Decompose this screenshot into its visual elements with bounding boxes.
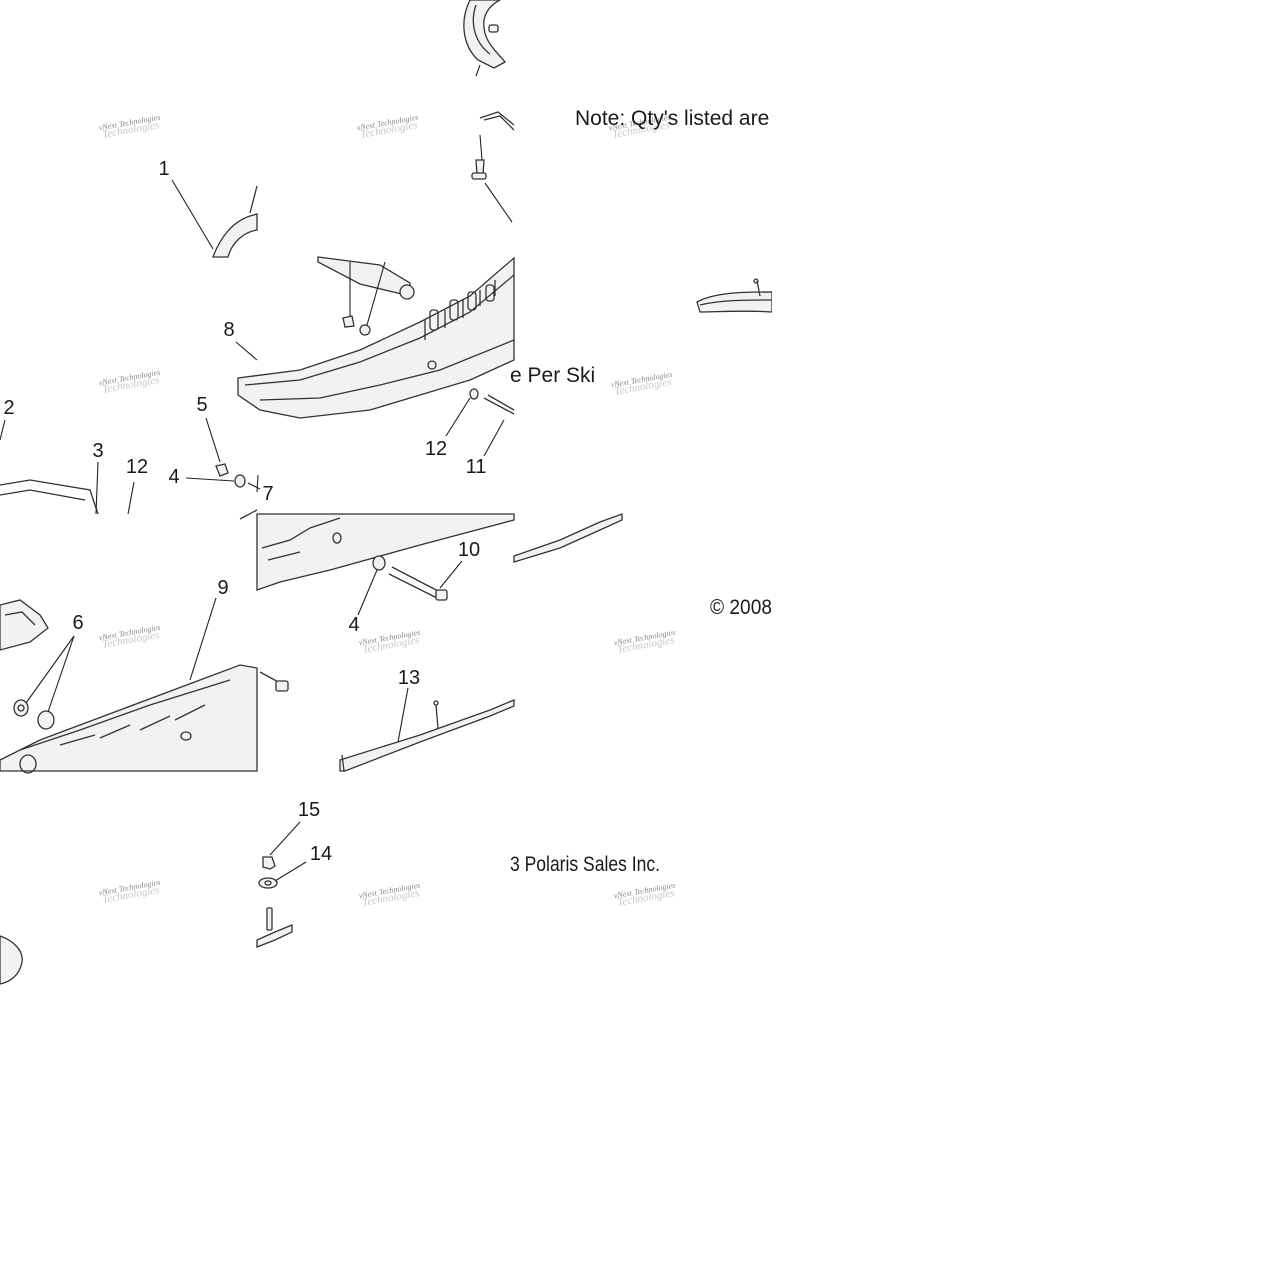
callout-4a: 4 <box>168 466 179 488</box>
copyright-part1: © 2008 <box>710 596 772 619</box>
watermark: Technologies vNext Technologies <box>98 113 161 141</box>
ski-body-upper <box>237 256 515 419</box>
callout-8: 8 <box>223 319 234 341</box>
callout-15: 15 <box>298 799 320 821</box>
runner-hardware <box>256 856 293 948</box>
ski-spindle-fragment <box>212 185 258 258</box>
callouts: 1 2 3 4 4 5 6 7 8 9 10 11 12 12 13 14 15 <box>3 158 486 865</box>
bolt-upper <box>471 111 515 223</box>
callout-10: 10 <box>458 539 480 561</box>
watermark: Technologies vNext Technologies <box>356 113 419 141</box>
runner-right <box>513 513 623 563</box>
watermark: Technologies vNext Technologies <box>98 368 161 396</box>
ski-handle-top-fragment <box>463 0 507 77</box>
leader-lines <box>0 179 505 882</box>
callout-12b: 12 <box>126 456 148 478</box>
callout-2: 2 <box>3 397 14 419</box>
watermark: Technologies vNext Technologies <box>358 628 421 656</box>
ski-tip-right <box>696 278 773 313</box>
callout-9: 9 <box>217 577 228 599</box>
qty-note: Note: Qty's listed are <box>575 107 769 130</box>
watermark: Technologies vNext Technologies <box>613 881 676 909</box>
callout-14: 14 <box>310 843 332 865</box>
notes: Note: Qty's listed are e Per Ski © 2008 … <box>510 107 772 876</box>
watermark: Technologies vNext Technologies <box>358 881 421 909</box>
callout-3: 3 <box>92 440 103 462</box>
watermark: Technologies vNext Technologies <box>610 370 673 398</box>
callout-12a: 12 <box>425 438 447 460</box>
callout-13: 13 <box>398 667 420 689</box>
center-hardware <box>215 463 261 493</box>
watermark: Technologies vNext Technologies <box>98 878 161 906</box>
callout-11: 11 <box>466 456 487 478</box>
ski-body-lower-left <box>0 479 258 985</box>
callout-4b: 4 <box>348 614 359 636</box>
callout-1: 1 <box>158 158 169 180</box>
callout-7: 7 <box>262 483 273 505</box>
per-ski-note: e Per Ski <box>510 364 595 387</box>
callout-5: 5 <box>196 394 207 416</box>
copyright-part2: 3 Polaris Sales Inc. <box>510 853 660 876</box>
watermark: Technologies vNext Technologies <box>613 628 676 656</box>
parts <box>0 0 773 985</box>
watermarks: Technologies vNext Technologies Technolo… <box>98 113 676 909</box>
watermark: Technologies vNext Technologies <box>98 623 161 651</box>
ski-body-lower-mid <box>256 513 515 772</box>
callout-6: 6 <box>72 612 83 634</box>
